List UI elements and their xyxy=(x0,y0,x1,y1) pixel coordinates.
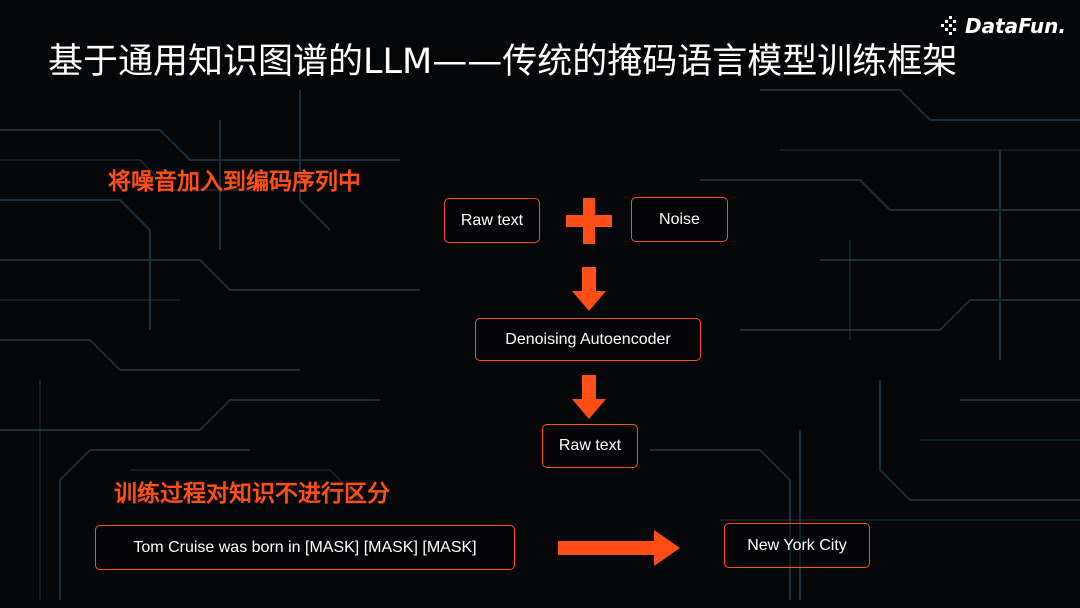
right-arrow-icon xyxy=(558,530,680,566)
raw-text-output-box: Raw text xyxy=(542,424,638,468)
down-arrow-icon xyxy=(572,267,606,311)
masked-sentence-box: Tom Cruise was born in [MASK] [MASK] [MA… xyxy=(95,525,515,570)
down-arrow-icon-2 xyxy=(572,375,606,419)
section-heading-noise: 将噪音加入到编码序列中 xyxy=(108,169,361,195)
plus-icon xyxy=(566,198,612,244)
prediction-box: New York City xyxy=(724,523,870,568)
page-title: 基于通用知识图谱的LLM——传统的掩码语言模型训练框架 xyxy=(48,42,958,82)
noise-box: Noise xyxy=(631,197,728,242)
logo-pixel-icon xyxy=(941,16,957,35)
section-heading-training: 训练过程对知识不进行区分 xyxy=(114,481,390,507)
logo-text: DataFun. xyxy=(965,14,1066,38)
denoising-autoencoder-box: Denoising Autoencoder xyxy=(475,318,701,361)
datafun-logo: DataFun. xyxy=(941,14,1066,38)
raw-text-input-box: Raw text xyxy=(444,198,540,243)
